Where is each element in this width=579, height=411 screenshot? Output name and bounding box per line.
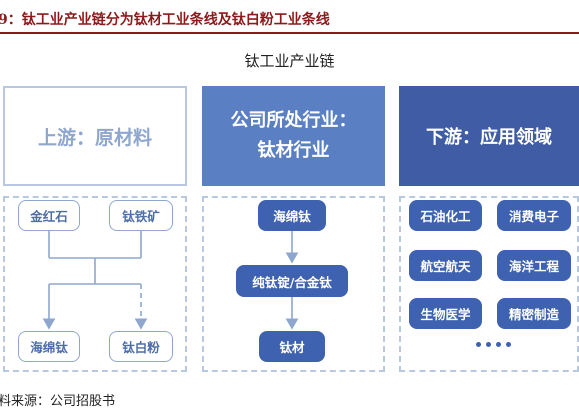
more-dots [476,342,511,347]
upstream-header: 上游：原材料 [3,86,187,186]
field-ocean-engineering: 海洋工程 [497,250,571,281]
source-note: 料来源：公司招股书 [0,394,116,409]
field-consumer-electronics: 消费电子 [497,200,571,231]
raw-material-rutile: 金红石 [18,200,80,231]
step-titanium-material: 钛材 [259,331,325,362]
step-sponge-titanium: 海绵钛 [258,200,326,231]
midstream-header-line2: 钛材行业 [257,140,330,161]
product-sponge-titanium: 海绵钛 [18,331,80,362]
caption-rule [0,32,579,34]
downstream-header: 下游：应用领域 [399,86,579,186]
field-aerospace: 航空航天 [409,250,482,281]
dot [476,342,481,347]
product-titanium-dioxide: 钛白粉 [109,331,173,362]
diagram-title: 钛工业产业链 [244,52,335,70]
field-petrochemical: 石油化工 [409,200,482,231]
upstream-header-label: 上游：原材料 [37,126,152,149]
figure-caption: 9：钛工业产业链分为钛材工业条线及钛白粉工业条线 [0,12,330,28]
downstream-header-label: 下游：应用领域 [426,127,552,148]
raw-material-ilmenite: 钛铁矿 [109,200,173,231]
dot [486,342,491,347]
dot [506,342,511,347]
field-biomedical: 生物医学 [409,298,482,329]
field-precision-manufacturing: 精密制造 [497,298,571,329]
step-titanium-ingot: 纯钛锭/合金钛 [236,265,348,297]
midstream-header-line1: 公司所处行业： [230,110,357,131]
dot [496,342,501,347]
midstream-header: 公司所处行业： 钛材行业 [202,86,385,186]
